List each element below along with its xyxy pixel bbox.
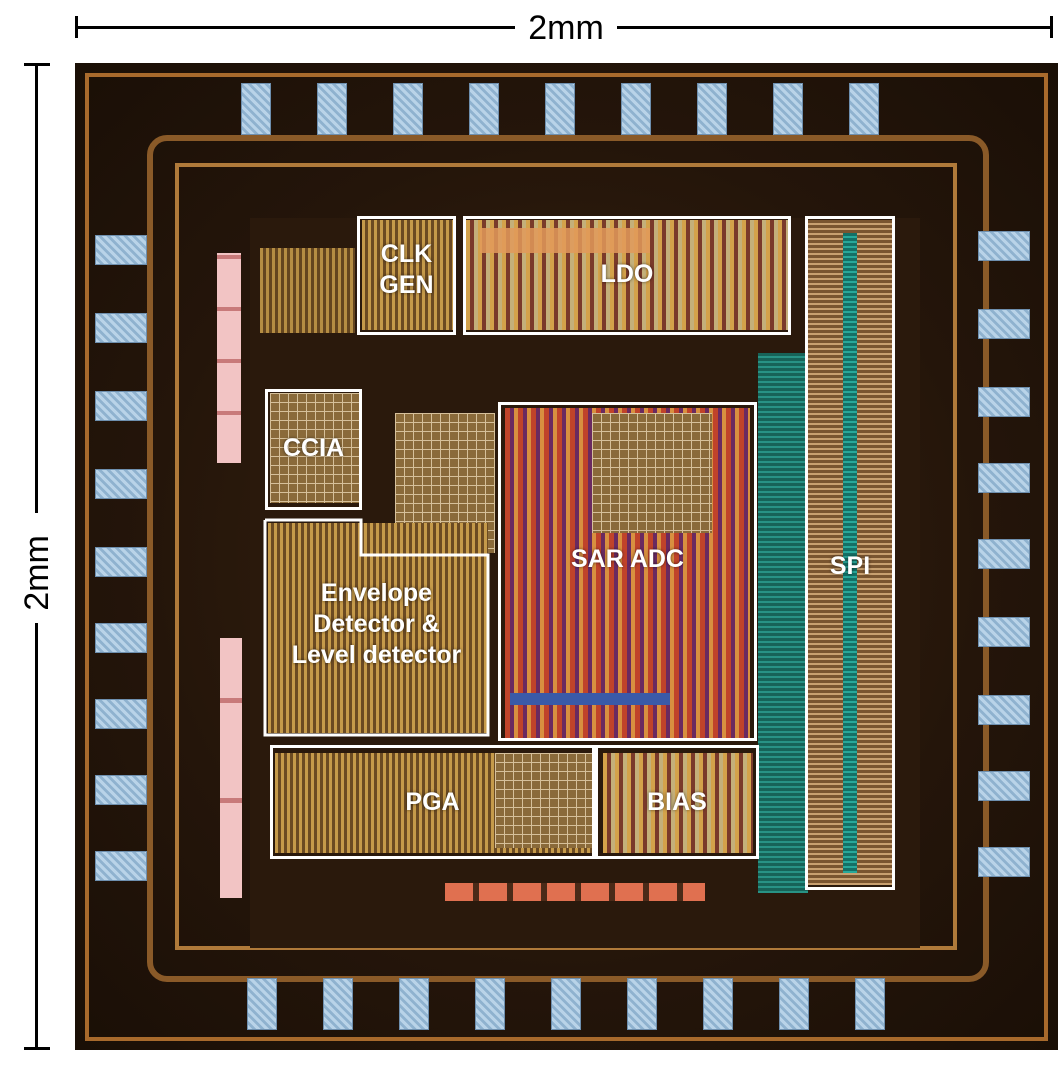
bond-pad [95,391,147,421]
bond-pad [978,463,1030,493]
pga-label: PGA [405,788,460,816]
bond-pad [978,309,1030,339]
bond-pad [95,547,147,577]
ldo-frame [463,216,791,335]
bond-pad [627,978,657,1030]
bond-pad [241,83,271,135]
bond-pad [978,771,1030,801]
bond-pad [317,83,347,135]
bias-frame [595,745,759,859]
bond-pad [855,978,885,1030]
bond-pad [95,623,147,653]
sar-adc-blue-bus [510,693,670,705]
bond-pad [978,231,1030,261]
width-dim-line-right [617,26,1053,29]
bond-pad [95,851,147,881]
bond-pad [95,699,147,729]
height-dim-line-bottom [35,623,38,1050]
bond-pad [95,313,147,343]
chip-die-photo: CLK GEN LDO SPI CCIA SAR ADC Envelope De… [75,63,1058,1050]
ccia-frame [265,389,362,510]
envelope-detector-circuit [268,523,488,733]
ccia-label: CCIA [282,434,345,462]
pga-cap-array [495,753,595,848]
bond-pad [545,83,575,135]
spi-label: SPI [829,552,871,580]
sar-adc-frame [498,402,757,741]
bond-pad [399,978,429,1030]
bond-pad [703,978,733,1030]
bond-pad [95,775,147,805]
clk-gen-circuit [362,220,454,330]
bias-label: BIAS [647,788,707,816]
bond-pad [323,978,353,1030]
ccia-circuit [270,393,360,503]
bond-pad [849,83,879,135]
misc-logic-region [260,248,355,333]
ldo-pass-device [480,228,650,253]
decap-strip-upper [217,253,241,463]
spi-teal-bus [843,233,857,873]
ldo-label: LDO [600,260,654,288]
sar-adc-label: SAR ADC [571,545,684,573]
bond-pad [95,235,147,265]
bond-pad [779,978,809,1030]
clk-gen-label: CLK GEN [379,240,434,299]
bias-circuit [603,753,753,853]
bond-pad [621,83,651,135]
envelope-detector-frame [263,518,490,737]
width-dim-tick-right [1050,16,1053,38]
sar-adc-cdac [592,413,712,533]
envelope-detector-label: Envelope Detector & Level detector [291,579,462,669]
bond-pad [475,978,505,1030]
spi-frame [805,216,895,890]
bond-pad [95,469,147,499]
clk-gen-frame [357,216,456,335]
bond-pad [469,83,499,135]
decap-strip-lower [220,638,242,898]
pga-frame [270,745,595,859]
bond-pad [247,978,277,1030]
width-dimension: 2mm [75,9,1053,47]
routing-bus [758,353,808,893]
bond-pad [978,387,1030,417]
bond-pad [978,847,1030,877]
height-dim-tick-bottom [24,1047,50,1050]
bond-pad [978,539,1030,569]
bond-pad [978,695,1030,725]
outer-seal-ring [85,73,1048,1041]
bond-pad [773,83,803,135]
bond-pad [551,978,581,1030]
height-dim-line-top [35,63,38,513]
width-dim-label: 2mm [528,9,604,47]
bond-pad [978,617,1030,647]
bottom-resistor-row [445,883,705,901]
bond-pad [393,83,423,135]
height-dimension: 2mm [18,63,56,1050]
power-ring-inner [175,163,957,950]
width-dim-line-left [75,26,515,29]
bond-pad [697,83,727,135]
height-dim-label: 2mm [18,535,56,611]
